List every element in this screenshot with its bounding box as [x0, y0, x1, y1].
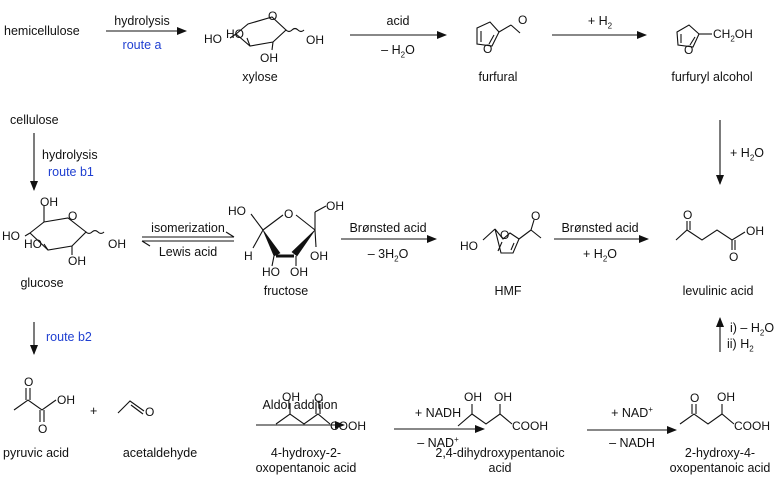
atom-fructose-oh-bottom: OH [290, 265, 308, 279]
label-dihydroxypentanoic-2: acid [488, 461, 512, 475]
label-hmf: HMF [494, 284, 522, 298]
atom-levulinic-oh: OH [746, 224, 764, 238]
atom-furfuryl-ring-o: O [684, 43, 694, 57]
dihydroxypentanoic-structure [457, 404, 513, 427]
arrow-isomerization-reverse-barb [141, 240, 151, 247]
cond-minus-water: – H2O [381, 43, 415, 60]
label-dihydroxypentanoic-1: 2,4-dihydroxypentanoic [435, 446, 565, 460]
xylose-structure [229, 16, 305, 51]
cond-bronsted-2: Brønsted acid [561, 221, 639, 235]
acetaldehyde-structure [117, 400, 145, 415]
fructose-structure [250, 205, 327, 267]
atom-furfural-ring-o: O [483, 42, 493, 56]
atom-levulinic-ketone-o: O [683, 208, 693, 222]
atom-xylose-oh-1: OH [260, 51, 278, 65]
cond-step-ii: ii) H2 [727, 337, 754, 354]
cond-bronsted-1: Brønsted acid [349, 221, 427, 235]
levulinic-acid-structure [675, 221, 746, 250]
atom-xylose-ho-2: HO [226, 27, 244, 41]
label-hydroxy-oxopentanoic-1: 4-hydroxy-2- [270, 446, 342, 460]
atom-fructose-ho-left: HO [228, 204, 246, 218]
cond-acid: acid [386, 14, 410, 28]
atom-furfuryl-ch2oh: CH2OH [713, 27, 753, 44]
hydroxy-4-oxopentanoic-structure [679, 404, 735, 425]
atom-fructose-oh-top: OH [326, 199, 344, 213]
cond-lewis-acid: Lewis acid [158, 245, 218, 259]
atom-acetaldehyde-o: O [145, 405, 155, 419]
atom-hox-oh: OH [282, 390, 300, 404]
cond-minus-3water: – 3H2O [367, 247, 409, 264]
plus-sign: + [90, 404, 98, 418]
hmf-structure [482, 219, 542, 254]
atom-levulinic-acid-o: O [729, 250, 739, 264]
atom-dih-cooh: COOH [512, 419, 548, 433]
atom-hox-cooh: COOH [330, 419, 366, 433]
atom-furfural-cho-o: O [518, 13, 528, 27]
atom-xylose-o: O [268, 9, 278, 23]
atom-pyruvic-acid-o: O [38, 422, 48, 436]
atom-h4o-cooh: COOH [734, 419, 770, 433]
atom-glucose-ring-o: O [68, 209, 78, 223]
cond-minus-nad: – NAD+ [417, 434, 459, 450]
cond-plus-nadh: + NADH [414, 406, 462, 420]
pyruvic-acid-structure [13, 388, 57, 422]
atom-glucose-ho-2: HO [24, 237, 42, 251]
label-xylose: xylose [242, 70, 278, 84]
cond-route-a: route a [122, 38, 162, 52]
atom-glucose-ho-1: HO [2, 229, 20, 243]
atom-fructose-h: H [244, 249, 253, 263]
label-fructose: fructose [263, 284, 309, 298]
label-acetaldehyde: acetaldehyde [122, 446, 198, 460]
furfuryl-alcohol-structure [676, 24, 712, 48]
label-hemicellulose: hemicellulose [4, 24, 80, 38]
atom-fructose-oh-right: OH [310, 249, 328, 263]
atom-fructose-ring-o: O [284, 207, 294, 221]
atom-dih-oh-2: OH [494, 390, 512, 404]
label-glucose: glucose [20, 276, 64, 290]
atom-fructose-ho-bottom: HO [262, 265, 280, 279]
cond-plus-nad: + NAD+ [611, 404, 653, 420]
atom-xylose-oh-2: OH [306, 33, 324, 47]
cond-plus-h2: + H2 [587, 14, 613, 31]
hydroxy-oxopentanoic-structure [275, 403, 331, 425]
label-hydroxy-4-oxo-2: oxopentanoic acid [669, 461, 771, 475]
cond-plus-water-vertical: + H2O [730, 146, 764, 163]
cond-plus-water: + H2O [583, 247, 617, 264]
atom-h4o-oh: OH [717, 390, 735, 404]
atom-hmf-ho: HO [460, 239, 478, 253]
atom-hox-o: O [314, 391, 324, 405]
label-pyruvic-acid: pyruvic acid [3, 446, 69, 460]
label-hydroxy-oxopentanoic-2: oxopentanoic acid [255, 461, 357, 475]
furfural-structure [476, 21, 521, 47]
cond-route-b2: route b2 [46, 330, 92, 344]
label-cellulose: cellulose [10, 113, 59, 127]
atom-hmf-ring-o: O [500, 228, 510, 242]
atom-glucose-oh-top: OH [40, 195, 58, 209]
atom-hmf-cho-o: O [531, 209, 541, 223]
cond-aldol-addition: Aldol addition [262, 398, 338, 412]
atom-pyruvic-ketone-o: O [24, 375, 34, 389]
atom-pyruvic-oh: OH [57, 393, 75, 407]
label-furfuryl-alcohol: furfuryl alcohol [671, 70, 753, 84]
cond-isomerization: isomerization [151, 221, 225, 235]
cond-hydrolysis-b1: hydrolysis [42, 148, 98, 162]
cond-step-i: i) – H2O [730, 321, 775, 338]
label-hydroxy-4-oxo-1: 2-hydroxy-4- [684, 446, 756, 460]
cond-minus-nadh: – NADH [609, 436, 655, 450]
cond-hydrolysis-a: hydrolysis [114, 14, 170, 28]
label-furfural: furfural [478, 70, 518, 84]
label-levulinic-acid: levulinic acid [682, 284, 754, 298]
cond-route-b1: route b1 [48, 165, 94, 179]
atom-h4o-o: O [690, 391, 700, 405]
atom-dih-oh-1: OH [464, 390, 482, 404]
atom-xylose-ho-1: HO [204, 32, 222, 46]
atom-glucose-oh-1: OH [68, 254, 86, 268]
atom-glucose-oh-2: OH [108, 237, 126, 251]
glucose-structure [24, 206, 105, 255]
arrow-isomerization-forward-barb [225, 231, 235, 238]
